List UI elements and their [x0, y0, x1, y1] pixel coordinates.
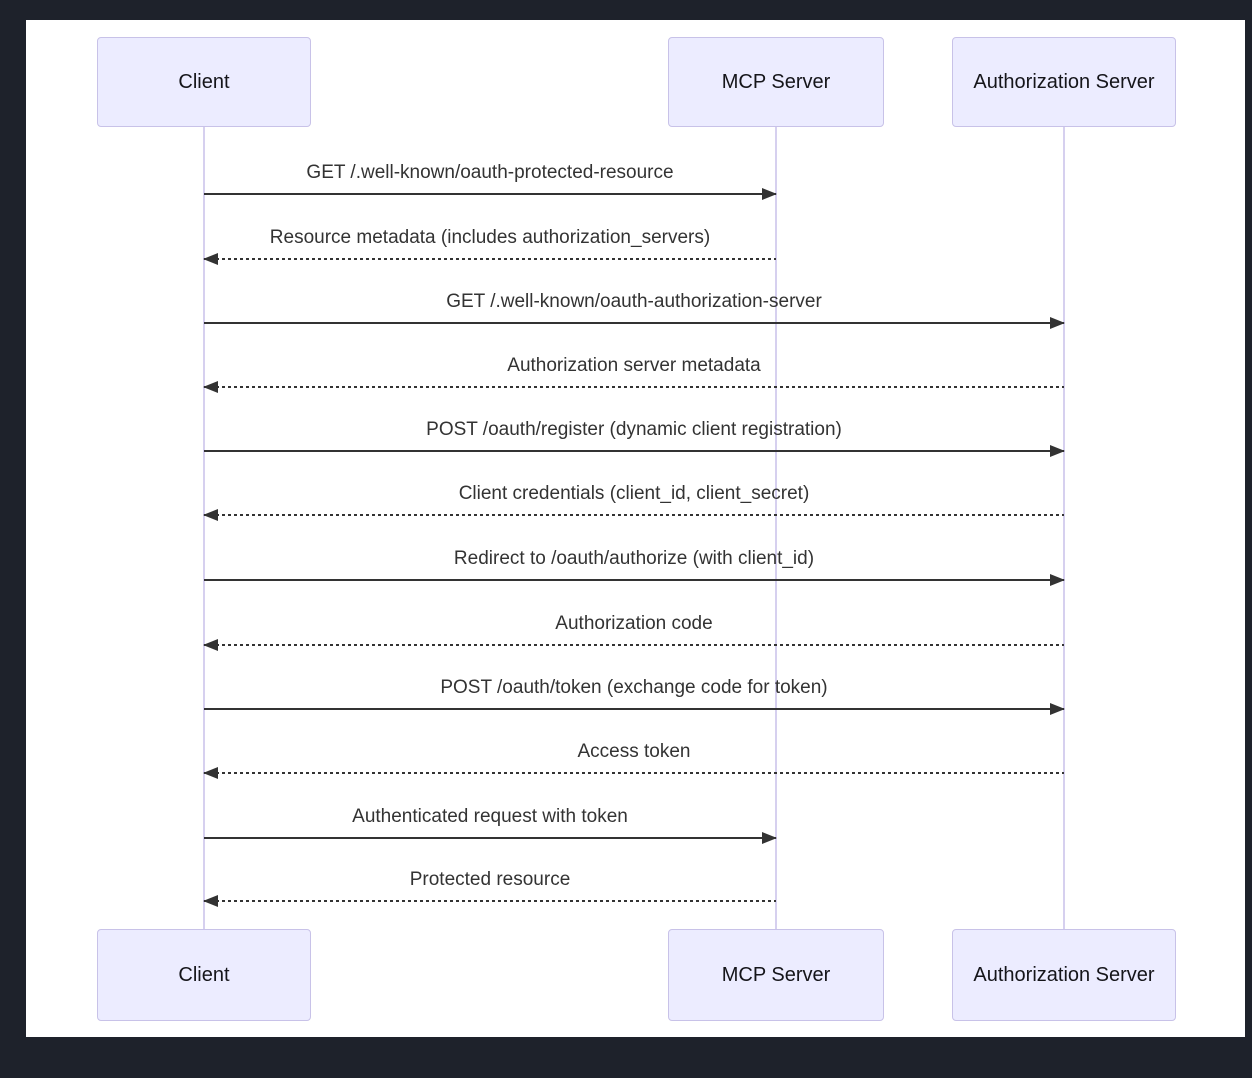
arrowhead-left-icon — [203, 253, 218, 265]
actor-mcp-server-label: MCP Server — [721, 963, 831, 986]
arrowhead-right-icon — [1050, 574, 1065, 586]
message-resource-metadata: Resource metadata (includes authorizatio… — [203, 226, 776, 265]
message-line — [204, 317, 1065, 329]
message-label: Redirect to /oauth/authorize (with clien… — [453, 548, 815, 569]
message-line — [204, 188, 777, 200]
message-client-credentials: Client credentials (client_id, client_se… — [203, 482, 1064, 521]
actor-authorization-server-top: Authorization Server — [952, 37, 1176, 127]
arrowhead-right-icon — [1050, 445, 1065, 457]
message-line — [203, 381, 1064, 393]
arrowhead-left-icon — [203, 767, 218, 779]
message-label: Authorization server metadata — [507, 355, 761, 376]
diagram-canvas: Client MCP Server Authorization Server G… — [26, 20, 1245, 1037]
message-label: POST /oauth/token (exchange code for tok… — [440, 677, 828, 698]
actor-authorization-server-label: Authorization Server — [973, 70, 1155, 93]
message-post-token: POST /oauth/token (exchange code for tok… — [204, 676, 1065, 715]
message-label: Authorization code — [555, 613, 713, 634]
message-label: Protected resource — [409, 869, 571, 890]
arrowhead-right-icon — [762, 188, 777, 200]
actor-authorization-server-bottom: Authorization Server — [952, 929, 1176, 1021]
actor-client-top: Client — [97, 37, 311, 127]
lifeline-authorization-server — [1063, 127, 1065, 929]
message-line — [203, 253, 776, 265]
message-line — [204, 574, 1065, 586]
message-line — [204, 703, 1065, 715]
message-line — [203, 639, 1064, 651]
message-label: GET /.well-known/oauth-authorization-ser… — [446, 291, 822, 312]
actor-client-label: Client — [178, 963, 230, 986]
actor-authorization-server-label: Authorization Server — [973, 963, 1155, 986]
message-authenticated-request: Authenticated request with token — [204, 805, 777, 844]
message-access-token: Access token — [203, 740, 1064, 779]
arrowhead-right-icon — [762, 832, 777, 844]
arrowhead-left-icon — [203, 639, 218, 651]
arrowhead-left-icon — [203, 895, 218, 907]
actor-mcp-server-label: MCP Server — [721, 70, 831, 93]
arrowhead-left-icon — [203, 509, 218, 521]
lifeline-client — [203, 127, 205, 929]
message-label: Client credentials (client_id, client_se… — [458, 483, 810, 504]
message-authorization-server-metadata: Authorization server metadata — [203, 354, 1064, 393]
message-get-protected-resource: GET /.well-known/oauth-protected-resourc… — [204, 161, 777, 200]
message-line — [203, 895, 776, 907]
message-line — [204, 832, 777, 844]
message-line — [203, 509, 1064, 521]
message-label: GET /.well-known/oauth-protected-resourc… — [306, 162, 674, 183]
message-line — [203, 767, 1064, 779]
message-label: Resource metadata (includes authorizatio… — [269, 227, 711, 248]
message-line — [204, 445, 1065, 457]
message-label: POST /oauth/register (dynamic client reg… — [426, 419, 842, 440]
message-post-register: POST /oauth/register (dynamic client reg… — [204, 418, 1065, 457]
arrowhead-left-icon — [203, 381, 218, 393]
message-label: Access token — [577, 741, 691, 762]
arrowhead-right-icon — [1050, 703, 1065, 715]
actor-client-bottom: Client — [97, 929, 311, 1021]
message-protected-resource: Protected resource — [203, 868, 776, 907]
message-label: Authenticated request with token — [352, 806, 628, 827]
lifeline-mcp-server — [775, 127, 777, 929]
actor-mcp-server-top: MCP Server — [668, 37, 884, 127]
arrowhead-right-icon — [1050, 317, 1065, 329]
message-get-authorization-server: GET /.well-known/oauth-authorization-ser… — [204, 290, 1065, 329]
message-authorization-code: Authorization code — [203, 612, 1064, 651]
actor-client-label: Client — [178, 70, 230, 93]
message-redirect-authorize: Redirect to /oauth/authorize (with clien… — [204, 547, 1065, 586]
actor-mcp-server-bottom: MCP Server — [668, 929, 884, 1021]
